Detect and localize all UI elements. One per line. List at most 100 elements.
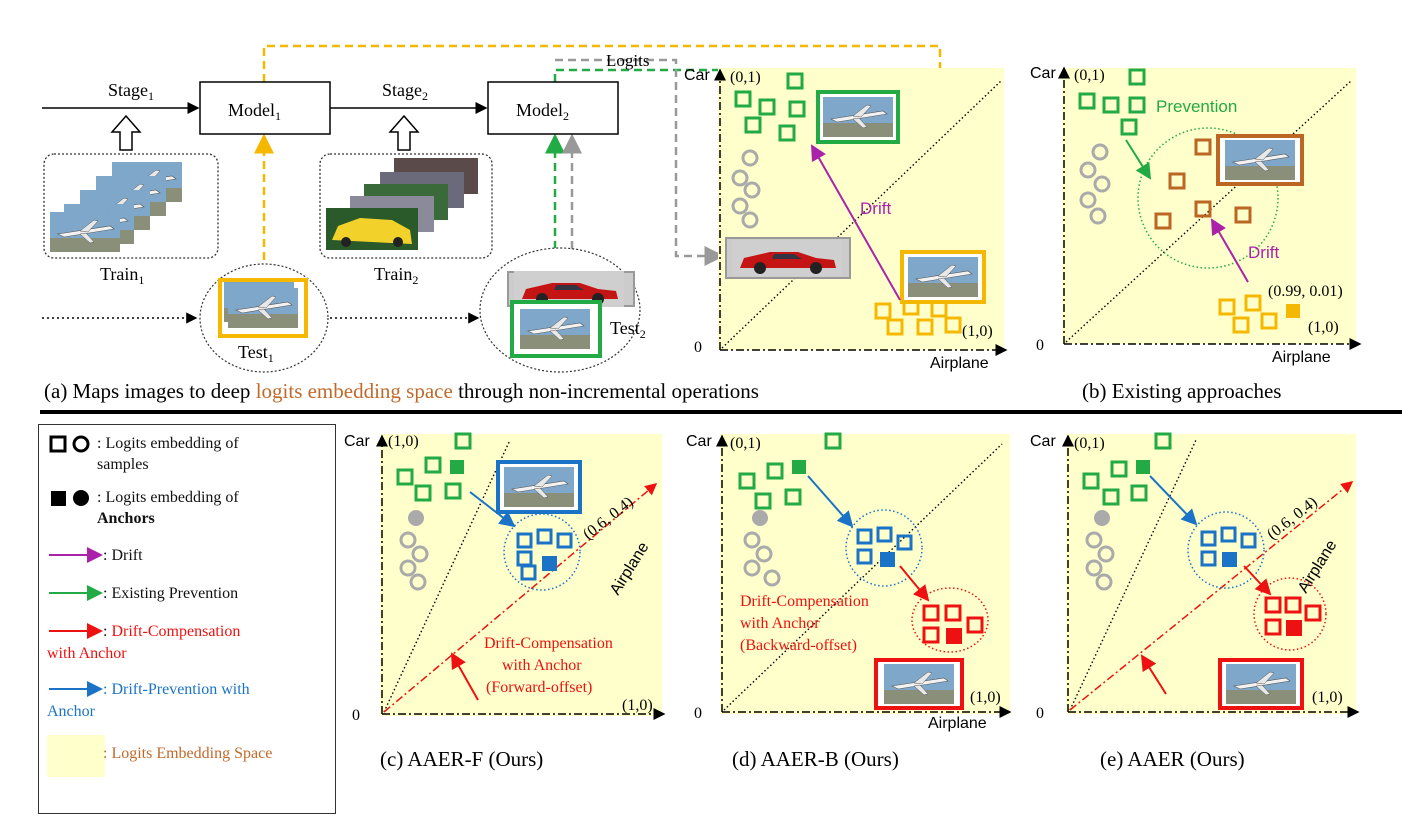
axis-car-label: Car <box>344 433 370 450</box>
yellow-samples <box>1218 294 1278 334</box>
origin-label: 0 <box>1036 337 1044 354</box>
legend-compensation: : Drift-Compensation <box>103 623 241 640</box>
origin-label: 0 <box>694 339 702 356</box>
red-anchor <box>1286 620 1302 636</box>
drift-compensation-label: Drift-Compensation <box>484 635 613 652</box>
test2-label: Test2 <box>610 318 646 341</box>
embedding-space <box>1066 434 1356 714</box>
axis-car-label: Car <box>686 433 712 450</box>
stage2-label: Stage2 <box>382 80 428 103</box>
space-swatch-icon <box>47 735 105 777</box>
gray-samples <box>399 531 429 591</box>
origin-label: 0 <box>352 707 360 724</box>
axis-airplane-label: Airplane <box>1272 349 1331 366</box>
green-samples <box>734 72 806 142</box>
green-samples <box>1078 68 1146 136</box>
gray-samples <box>1079 143 1111 225</box>
model1-label: Model1 <box>228 100 281 123</box>
stage1-label: Stage1 <box>108 80 154 103</box>
model1-box <box>199 81 331 135</box>
gray-samples <box>1085 531 1115 591</box>
blue-samples <box>1200 526 1257 567</box>
model2-label: Model2 <box>516 100 569 123</box>
drift-label: Drift <box>860 199 891 218</box>
svg-text:with Anchor: with Anchor <box>740 615 820 632</box>
point-label: (1,0) <box>1308 319 1339 336</box>
blue-samples <box>516 528 573 581</box>
red-anchor <box>946 628 962 644</box>
test1-label: Test1 <box>238 342 274 365</box>
prevention-label: Prevention <box>1156 97 1237 116</box>
legend-drift-prevention-2: Anchor <box>47 703 95 720</box>
axis-car-label: Car <box>1030 65 1056 82</box>
embedding-space <box>720 434 1010 714</box>
caption-c: (c) AAER-F (Ours) <box>380 747 543 771</box>
caption-b: (b) Existing approaches <box>1082 379 1281 403</box>
blue-samples <box>856 526 913 565</box>
up-arrow-icon <box>110 114 142 151</box>
panel-d: Car (0,1) 0 Airplane (1,0) <box>686 432 1012 771</box>
gray-anchor <box>1094 510 1110 526</box>
blue-anchor <box>880 552 895 567</box>
point-label: (0,1) <box>730 435 761 452</box>
panel-b: Car (0,1) 0 Airplane (1,0) (0.99, 0.01) … <box>1030 65 1362 403</box>
red-samples <box>1264 596 1322 636</box>
blue-anchor <box>1222 552 1237 567</box>
red-samples <box>922 604 984 644</box>
point-label: (0,1) <box>1074 67 1105 84</box>
legend-symbols <box>47 435 105 777</box>
separator <box>40 410 1402 414</box>
blue-anchor <box>542 556 557 571</box>
axis-car-label: Car <box>1030 433 1056 450</box>
panel-a: Stage1 Stage2 Model1 Model2 Logits Train… <box>42 44 1008 403</box>
point-label: (1,0) <box>1312 689 1343 706</box>
gray-anchor <box>408 510 424 526</box>
point-label: (0,1) <box>1074 435 1105 452</box>
hollow-square-icon <box>49 435 67 453</box>
yellow-samples <box>874 298 962 336</box>
origin-label: 0 <box>1036 705 1044 722</box>
green-samples <box>396 432 472 502</box>
axis-car-label: Car <box>684 67 710 84</box>
point-label: (0.99, 0.01) <box>1268 283 1343 300</box>
point-label: (1,0) <box>388 433 419 450</box>
brown-samples <box>1154 138 1252 230</box>
axis-airplane-label: Airplane <box>928 715 987 732</box>
drift-label: Drift <box>1248 243 1279 262</box>
legend-existing: : Existing Prevention <box>103 585 239 602</box>
green-anchor <box>1136 460 1150 474</box>
gray-anchor <box>752 510 768 526</box>
point-label: (1,0) <box>962 323 993 340</box>
point-label: (0,1) <box>730 69 761 86</box>
panel-c: Car (1,0) 0 (1,0) (0.6, 0.4) Airplane Dr… <box>344 432 666 771</box>
yellow-anchor <box>1286 304 1300 318</box>
filled-circle-icon <box>73 490 89 506</box>
model2-box <box>487 81 619 135</box>
filled-square-icon <box>51 491 66 506</box>
logits-label: Logits <box>606 51 649 70</box>
axis-airplane-label: Airplane <box>930 355 989 372</box>
caption-d: (d) AAER-B (Ours) <box>732 747 899 771</box>
green-samples <box>738 432 842 510</box>
caption-e: (e) AAER (Ours) <box>1100 747 1245 771</box>
legend-space: : Logits Embedding Space <box>103 745 273 762</box>
caption-a: (a) Maps images to deep logits embedding… <box>44 379 759 403</box>
svg-text:(Forward-offset): (Forward-offset) <box>486 679 592 696</box>
origin-label: 0 <box>694 705 702 722</box>
train1-label: Train1 <box>100 264 144 287</box>
green-anchor <box>792 460 806 474</box>
gray-samples <box>743 531 781 587</box>
legend-drift: : Drift <box>103 547 143 564</box>
gray-samples <box>731 149 761 229</box>
green-samples <box>1082 432 1172 506</box>
drift-compensation-label: Drift-Compensation <box>740 593 869 610</box>
point-label: (1,0) <box>622 697 653 714</box>
legend-compensation-2: with Anchor <box>47 645 127 662</box>
svg-text:with Anchor: with Anchor <box>502 657 582 674</box>
svg-text:(Backward-offset): (Backward-offset) <box>740 637 857 654</box>
legend-drift-prevention: : Drift-Prevention with <box>103 681 250 698</box>
